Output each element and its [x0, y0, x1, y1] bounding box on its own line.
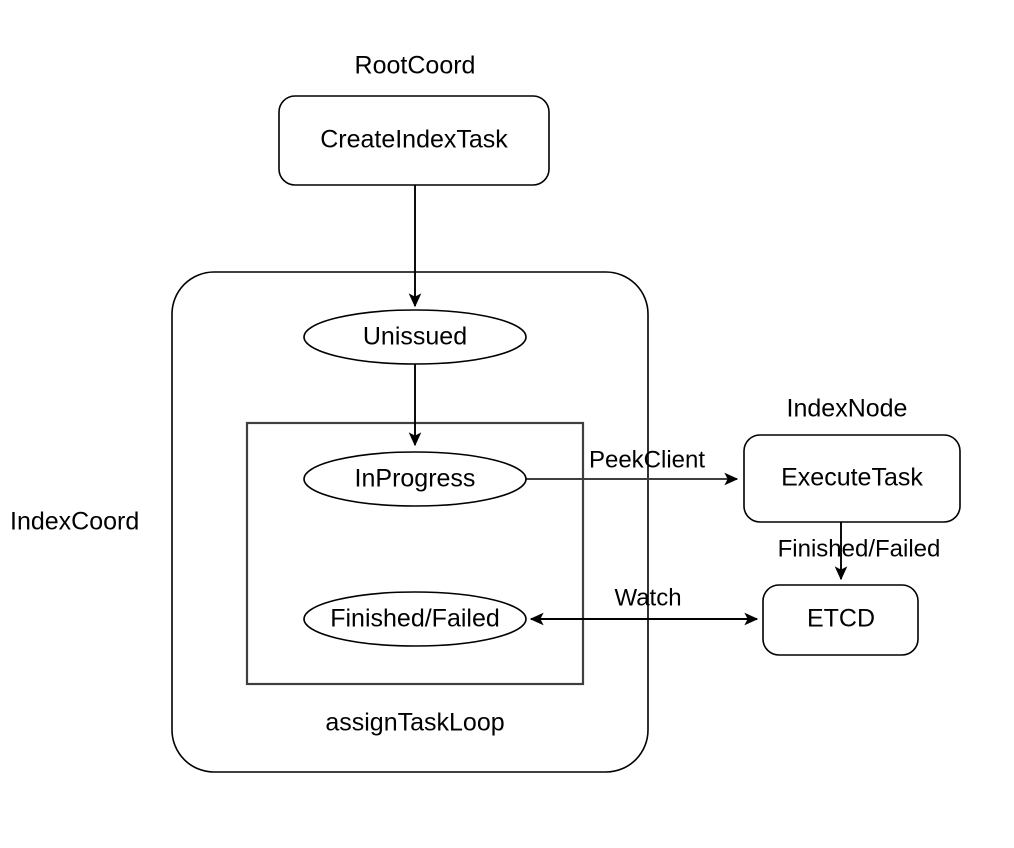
node-etcd[interactable]: ETCD — [762, 584, 919, 656]
execute-task-label: ExecuteTask — [781, 464, 923, 492]
node-unissued[interactable]: Unissued — [303, 309, 527, 365]
in-progress-label: InProgress — [355, 465, 476, 493]
assign-task-loop-label: assignTaskLoop — [325, 709, 504, 737]
edge-label-peekclient: PeekClient — [589, 446, 705, 473]
execute-task-box[interactable] — [743, 434, 961, 523]
edge-inprogress-to-executetask: PeekClient — [525, 446, 739, 486]
node-create-index-task[interactable]: RootCoord CreateIndexTask — [278, 52, 550, 186]
etcd-box[interactable] — [762, 584, 919, 656]
unissued-ellipse[interactable] — [303, 309, 527, 365]
in-progress-ellipse[interactable] — [303, 451, 527, 507]
index-coord-container — [171, 271, 649, 773]
edge-label-finished-failed: Finished/Failed — [778, 535, 941, 562]
etcd-label: ETCD — [807, 605, 875, 633]
create-index-task-box[interactable] — [278, 95, 550, 186]
create-index-task-label: CreateIndexTask — [320, 126, 508, 154]
edge-etcd-to-finishedfailed: Watch — [529, 584, 759, 626]
unissued-label: Unissued — [363, 323, 467, 351]
node-execute-task[interactable]: IndexNode ExecuteTask — [743, 395, 961, 523]
index-node-label: IndexNode — [787, 395, 908, 423]
index-coord-label: IndexCoord — [10, 508, 139, 536]
root-coord-label: RootCoord — [355, 52, 476, 80]
finished-failed-ellipse[interactable] — [303, 591, 527, 647]
node-finished-failed-state[interactable]: Finished/Failed — [303, 591, 527, 647]
edge-label-watch: Watch — [614, 584, 681, 611]
node-in-progress[interactable]: InProgress — [303, 451, 527, 507]
edge-executetask-to-etcd: Finished/Failed — [778, 522, 941, 581]
group-index-coord: IndexCoord — [10, 271, 649, 773]
finished-failed-state-label: Finished/Failed — [330, 605, 500, 633]
